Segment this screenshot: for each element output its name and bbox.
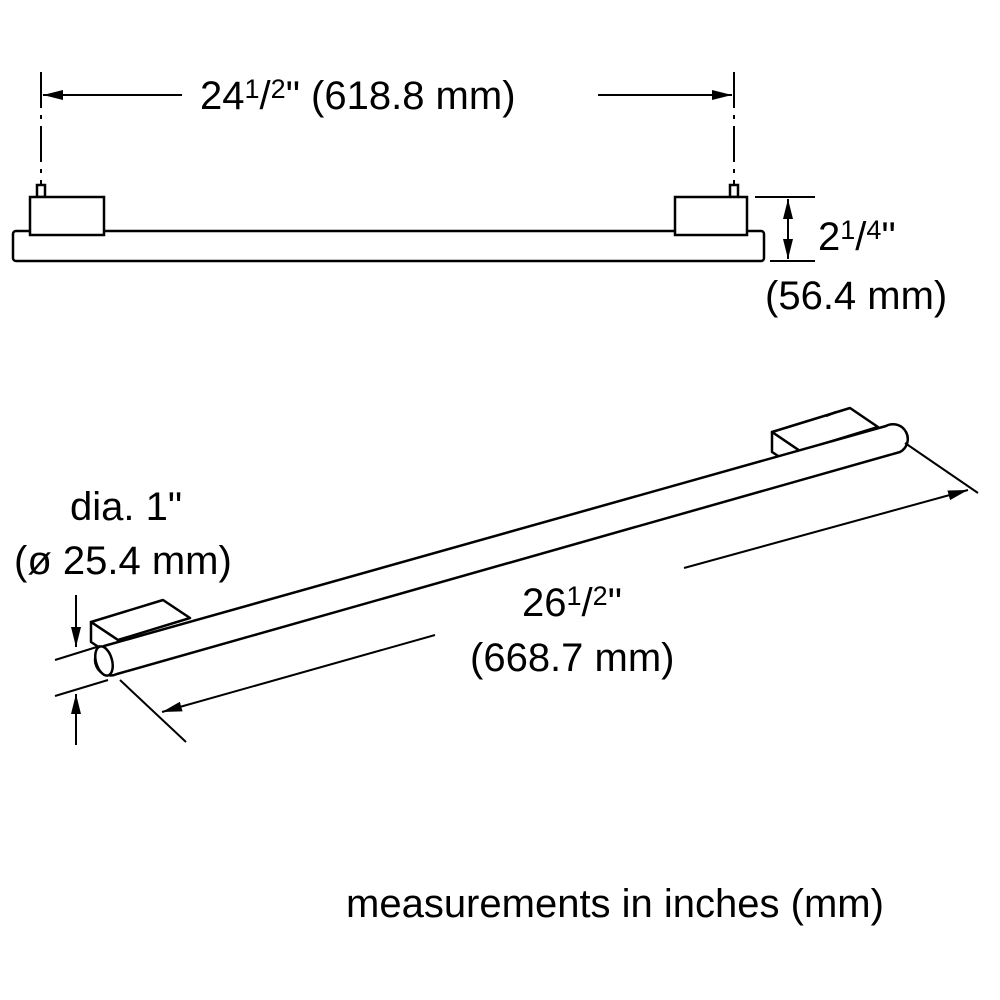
length-dimension [119,442,979,743]
length-whole: 26 [522,581,567,625]
width-metric: (618.8 mm) [311,74,516,118]
height-denominator: 4 [866,215,882,245]
height-whole: 2 [818,215,841,259]
top-width-dimension [40,72,735,184]
perspective-handle [89,406,910,677]
length-metric-label: (668.7 mm) [470,636,675,680]
length-extension-near [119,679,187,743]
length-arrow-far [683,489,969,569]
height-metric-label: (56.4 mm) [765,274,948,318]
height-unit-mark: " [881,215,896,259]
far-standoff-pin [825,410,837,418]
length-denominator: 2 [592,581,608,611]
height-dimension-label: 21/4" [818,215,896,259]
diameter-metric-label: (ø 25.4 mm) [14,539,232,583]
diameter-imperial-label: dia. 1" [70,485,183,529]
width-dimension-label: 241/2" (618.8 mm) [200,74,516,118]
left-mount-pin [35,183,47,199]
diameter-extension-top [54,645,101,661]
width-denominator: 2 [270,74,286,104]
width-unit-mark: " [285,74,300,118]
length-numerator: 1 [566,581,582,611]
right-standoff [673,195,749,237]
diameter-extension-bottom [54,679,109,697]
width-whole: 24 [200,74,245,118]
width-numerator: 1 [244,74,260,104]
measurement-units-note: measurements in inches (mm) [346,882,884,926]
top-height-dimension [755,196,815,262]
left-standoff [28,195,106,237]
length-arrow-near [161,634,436,713]
top-view-handle [11,183,766,263]
right-mount-pin [728,183,740,199]
length-unit-mark: " [607,581,622,625]
diameter-dimension [54,595,109,745]
length-dimension-label: 261/2" [522,581,622,625]
height-numerator: 1 [840,215,856,245]
handle-bar-top-view [11,229,766,263]
length-extension-far [904,442,979,494]
